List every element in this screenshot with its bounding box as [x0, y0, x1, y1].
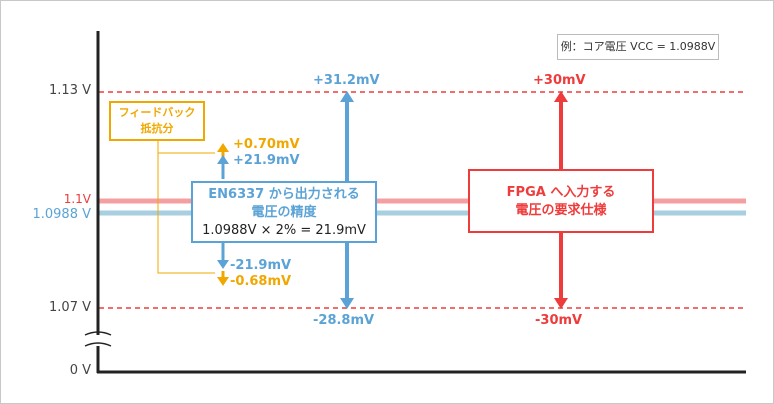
y-label-0v: 0 V	[69, 363, 91, 378]
feedback-box-line2: 抵抗分	[140, 122, 174, 135]
en-total-minus-value: -28.8mV	[313, 313, 375, 328]
y-label-1-13v: 1.13 V	[49, 83, 91, 98]
feedback-bracket	[157, 141, 215, 274]
fpga-plus-value: +30mV	[533, 73, 586, 88]
en-box-line1: EN6337 から出力される	[208, 187, 360, 202]
fpga-minus-value: -30mV	[535, 313, 583, 328]
en-total-up-arrowhead	[340, 91, 354, 102]
fpga-requirement-box: FPGA へ入力する 電圧の要求仕様	[468, 169, 654, 233]
en-minus-inner-value: -21.9mV	[230, 258, 292, 273]
fpga-down-arrowhead	[554, 298, 568, 309]
y-label-1-07v: 1.07 V	[49, 300, 91, 315]
y-label-1-0988v: 1.0988 V	[32, 207, 91, 222]
y-label-1-1v: 1.1V	[63, 192, 91, 206]
fb-up-arrow	[217, 143, 229, 152]
en-down-arrow	[217, 260, 229, 269]
axis-break-mark	[84, 331, 112, 347]
en-up-arrow	[217, 155, 229, 164]
feedback-box-line1: フィードバック	[118, 106, 196, 119]
en-plus-inner-value: +21.9mV	[233, 153, 300, 168]
fb-plus-value: +0.70mV	[233, 137, 300, 152]
en-total-plus-value: +31.2mV	[313, 73, 380, 88]
fpga-up-arrowhead	[554, 91, 568, 102]
en6337-accuracy-box: EN6337 から出力される 電圧の精度 1.0988V × 2% = 21.9…	[191, 181, 377, 243]
fb-minus-value: -0.68mV	[230, 274, 292, 289]
fb-down-arrow	[217, 277, 229, 286]
en-box-line3: 1.0988V × 2% = 21.9mV	[202, 223, 366, 238]
fpga-box-line2: 電圧の要求仕様	[515, 203, 607, 218]
en-total-down-arrowhead	[340, 298, 354, 309]
example-note: 例：コア電圧 VCC = 1.0988V	[557, 34, 719, 60]
fpga-box-line1: FPGA へ入力する	[506, 185, 616, 200]
en-box-line2: 電圧の精度	[251, 205, 317, 220]
feedback-resistor-box: フィードバック 抵抗分	[109, 101, 205, 141]
